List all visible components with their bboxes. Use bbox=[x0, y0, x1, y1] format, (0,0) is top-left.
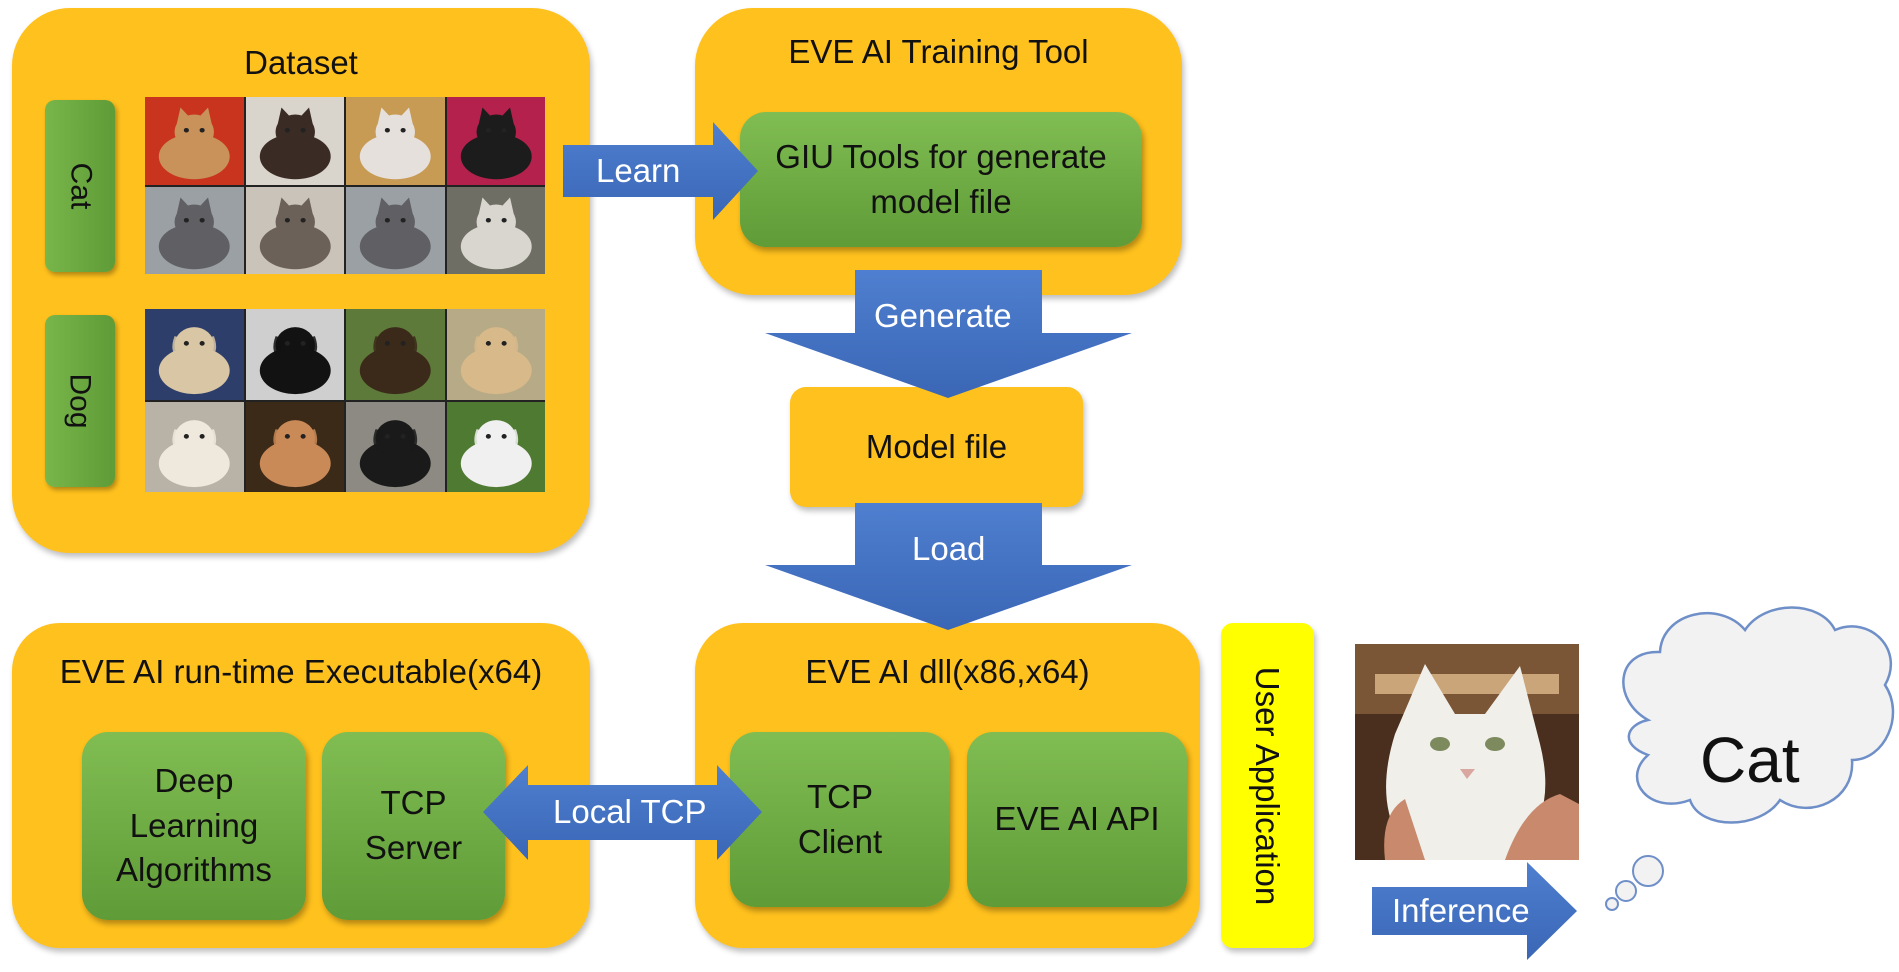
load-arrow bbox=[765, 503, 1132, 630]
cat-photo-6-icon bbox=[259, 197, 331, 269]
dog-photo-3 bbox=[346, 309, 445, 400]
eve-ai-api-box: EVE AI API bbox=[967, 732, 1187, 907]
learn-label: Learn bbox=[596, 152, 681, 189]
dog-photo-6-icon bbox=[259, 419, 331, 487]
cat-photo-1-icon bbox=[158, 107, 230, 180]
dog-photo-8 bbox=[446, 401, 545, 492]
dog-photo-7 bbox=[346, 401, 445, 492]
cat-photo-4 bbox=[446, 97, 545, 185]
dog-photo-4-icon bbox=[460, 327, 532, 395]
dog-photo-6 bbox=[245, 401, 344, 492]
cat-photo-4-icon bbox=[460, 107, 532, 180]
runtime-title: EVE AI run-time Executable(x64) bbox=[59, 653, 543, 690]
result-label: Cat bbox=[1700, 724, 1800, 796]
eve-ai-api-label: EVE AI API bbox=[994, 800, 1160, 838]
deep-learning-line3: Algorithms bbox=[116, 851, 272, 889]
cat-photo-6 bbox=[245, 186, 344, 274]
cat-photo-1 bbox=[145, 97, 244, 185]
gui-tools-box: GIU Tools for generate model file bbox=[740, 112, 1142, 247]
cat-photo-2-icon bbox=[259, 107, 331, 180]
cat-photo-7 bbox=[346, 186, 445, 274]
white-cat-photo bbox=[1355, 644, 1579, 860]
cat-photo-8-icon bbox=[460, 197, 532, 269]
training-tool-title: EVE AI Training Tool bbox=[788, 33, 1089, 70]
cat-photo-2 bbox=[245, 97, 344, 185]
tcp-client-line1: TCP bbox=[807, 777, 873, 815]
tcp-client-box: TCP Client bbox=[730, 732, 950, 907]
learn-arrow bbox=[563, 122, 758, 220]
gui-tools-line1: GIU Tools for generate bbox=[775, 137, 1107, 175]
dog-photo-5 bbox=[145, 401, 244, 492]
deep-learning-line1: Deep bbox=[154, 762, 234, 800]
cat-photo-5 bbox=[145, 186, 244, 274]
generate-label: Generate bbox=[874, 297, 1012, 334]
tcp-client-line2: Client bbox=[797, 822, 883, 860]
dog-photo-3-icon bbox=[359, 327, 431, 395]
local-tcp-arrow bbox=[483, 765, 762, 860]
user-application-box: User Application bbox=[1221, 623, 1314, 948]
cat-photo-8 bbox=[446, 186, 545, 274]
load-label: Load bbox=[912, 530, 986, 567]
dog-class-label: Dog bbox=[45, 315, 115, 487]
tcp-server-box: TCP Server bbox=[322, 732, 505, 920]
dog-photo-5-icon bbox=[158, 419, 230, 487]
model-file-label: Model file bbox=[865, 428, 1008, 465]
deep-learning-line2: Learning bbox=[129, 806, 259, 844]
cat-photo-3-icon bbox=[359, 107, 431, 180]
generate-arrow bbox=[765, 270, 1132, 398]
cat-photo-3 bbox=[346, 97, 445, 185]
inference-label: Inference bbox=[1392, 892, 1530, 929]
cat-image-grid bbox=[145, 97, 545, 274]
white-cat-photo-icon bbox=[1355, 644, 1579, 860]
dog-photo-8-icon bbox=[460, 419, 532, 487]
dll-title: EVE AI dll(x86,x64) bbox=[805, 653, 1090, 690]
gui-tools-line2: model file bbox=[870, 182, 1012, 220]
dog-photo-1 bbox=[145, 309, 244, 400]
tcp-server-line2: Server bbox=[364, 829, 463, 866]
dog-photo-1-icon bbox=[158, 327, 230, 395]
dog-photo-2 bbox=[245, 309, 344, 400]
dog-image-grid bbox=[145, 309, 545, 492]
model-file-box: Model file bbox=[790, 387, 1083, 507]
cat-photo-7-icon bbox=[359, 197, 431, 269]
cat-photo-5-icon bbox=[158, 197, 230, 269]
dog-photo-7-icon bbox=[359, 419, 431, 487]
tcp-server-line1: TCP bbox=[380, 784, 447, 822]
thought-cloud bbox=[1605, 606, 1895, 911]
dog-photo-2-icon bbox=[259, 327, 331, 395]
dog-photo-4 bbox=[446, 309, 545, 400]
inference-arrow bbox=[1372, 862, 1577, 960]
cat-class-label: Cat bbox=[45, 100, 115, 272]
dataset-title: Dataset bbox=[244, 44, 358, 81]
local-tcp-label: Local TCP bbox=[553, 793, 707, 830]
